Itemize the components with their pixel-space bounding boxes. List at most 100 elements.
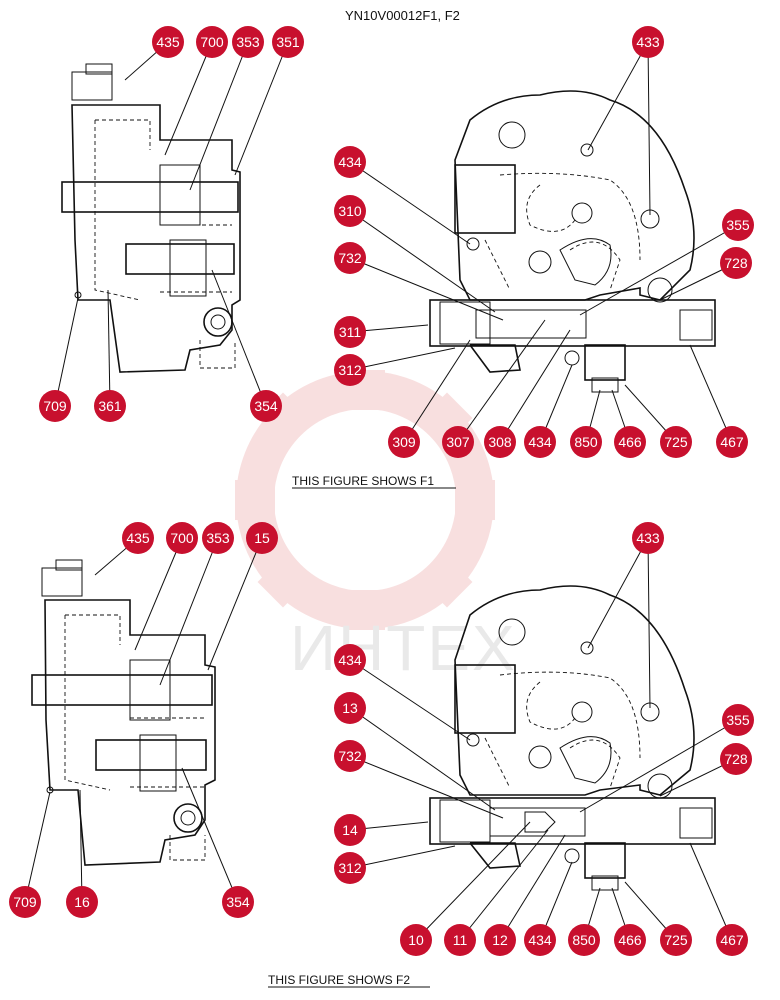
f1-callout-728: 728 bbox=[720, 247, 752, 279]
f2-caption: THIS FIGURE SHOWS F2 bbox=[268, 973, 410, 987]
f1-callout-353: 353 bbox=[232, 26, 264, 58]
f2-callout-13: 13 bbox=[334, 692, 366, 724]
svg-text:13: 13 bbox=[342, 700, 358, 716]
svg-text:433: 433 bbox=[636, 530, 660, 546]
f2-callout-435: 435 bbox=[122, 522, 154, 554]
watermark-text: ИНТЕХ bbox=[290, 612, 517, 684]
f2-callout-467: 467 bbox=[716, 924, 748, 956]
f2-callout-732: 732 bbox=[334, 740, 366, 772]
f1-leader-lines bbox=[54, 41, 739, 443]
f1-callout-467: 467 bbox=[716, 426, 748, 458]
f2-callout-12: 12 bbox=[484, 924, 516, 956]
f1-front-view bbox=[429, 90, 716, 393]
f2-callout-312: 312 bbox=[334, 852, 366, 884]
f1-callout-434-top: 434 bbox=[334, 146, 366, 178]
svg-text:433: 433 bbox=[636, 34, 660, 50]
svg-text:700: 700 bbox=[200, 34, 224, 50]
f2-callout-725: 725 bbox=[660, 924, 692, 956]
svg-text:307: 307 bbox=[446, 434, 470, 450]
svg-text:467: 467 bbox=[720, 434, 744, 450]
svg-text:732: 732 bbox=[338, 748, 362, 764]
svg-text:709: 709 bbox=[43, 398, 67, 414]
f1-callout-351: 351 bbox=[272, 26, 304, 58]
svg-text:354: 354 bbox=[226, 894, 250, 910]
svg-text:15: 15 bbox=[254, 530, 270, 546]
f1-callout-361: 361 bbox=[94, 390, 126, 422]
svg-text:700: 700 bbox=[170, 530, 194, 546]
f2-callout-16: 16 bbox=[66, 886, 98, 918]
svg-text:14: 14 bbox=[342, 822, 358, 838]
svg-text:353: 353 bbox=[206, 530, 230, 546]
svg-text:355: 355 bbox=[726, 712, 750, 728]
svg-text:10: 10 bbox=[408, 932, 424, 948]
f1-callout-309: 309 bbox=[388, 426, 420, 458]
f1-callout-850: 850 bbox=[570, 426, 602, 458]
f2-callout-700: 700 bbox=[166, 522, 198, 554]
f2-callout-709: 709 bbox=[9, 886, 41, 918]
svg-text:16: 16 bbox=[74, 894, 90, 910]
f1-callout-435: 435 bbox=[152, 26, 184, 58]
f1-callout-433: 433 bbox=[632, 26, 664, 58]
svg-text:434: 434 bbox=[338, 154, 362, 170]
svg-text:434: 434 bbox=[528, 932, 552, 948]
svg-text:308: 308 bbox=[488, 434, 512, 450]
svg-text:353: 353 bbox=[236, 34, 260, 50]
f1-callout-307: 307 bbox=[442, 426, 474, 458]
svg-text:709: 709 bbox=[13, 894, 37, 910]
f2-callout-728: 728 bbox=[720, 743, 752, 775]
f2-callout-433: 433 bbox=[632, 522, 664, 554]
f1-callout-308: 308 bbox=[484, 426, 516, 458]
f2-callout-14: 14 bbox=[334, 814, 366, 846]
f1-callout-312: 312 bbox=[334, 354, 366, 386]
svg-text:435: 435 bbox=[126, 530, 150, 546]
f1-callout-311: 311 bbox=[334, 316, 366, 348]
svg-text:467: 467 bbox=[720, 932, 744, 948]
svg-text:725: 725 bbox=[664, 932, 688, 948]
f1-callout-355: 355 bbox=[722, 209, 754, 241]
svg-text:312: 312 bbox=[338, 860, 362, 876]
svg-text:310: 310 bbox=[338, 203, 362, 219]
svg-text:732: 732 bbox=[338, 250, 362, 266]
f2-callout-850: 850 bbox=[568, 924, 600, 956]
f2-callout-353: 353 bbox=[202, 522, 234, 554]
svg-text:309: 309 bbox=[392, 434, 416, 450]
svg-text:355: 355 bbox=[726, 217, 750, 233]
svg-text:725: 725 bbox=[664, 434, 688, 450]
f1-callout-732: 732 bbox=[334, 242, 366, 274]
figure-f2: 435 700 353 15 709 16 354 433 434 13 732… bbox=[9, 522, 754, 988]
svg-text:351: 351 bbox=[276, 34, 300, 50]
f1-callout-709: 709 bbox=[39, 390, 71, 422]
svg-text:434: 434 bbox=[528, 434, 552, 450]
svg-text:12: 12 bbox=[492, 932, 508, 948]
f2-callout-434-top: 434 bbox=[334, 644, 366, 676]
svg-text:361: 361 bbox=[98, 398, 122, 414]
f2-callout-11: 11 bbox=[444, 924, 476, 956]
f1-callout-434-bottom: 434 bbox=[524, 426, 556, 458]
f2-callout-355: 355 bbox=[722, 704, 754, 736]
svg-text:311: 311 bbox=[339, 324, 362, 340]
f1-callout-725: 725 bbox=[660, 426, 692, 458]
svg-text:435: 435 bbox=[156, 34, 180, 50]
f1-callout-310: 310 bbox=[334, 195, 366, 227]
svg-text:354: 354 bbox=[254, 398, 278, 414]
svg-text:850: 850 bbox=[574, 434, 598, 450]
f1-callout-700: 700 bbox=[196, 26, 228, 58]
svg-text:312: 312 bbox=[338, 362, 362, 378]
f1-callout-466: 466 bbox=[614, 426, 646, 458]
f2-callout-10: 10 bbox=[400, 924, 432, 956]
svg-text:11: 11 bbox=[453, 932, 468, 948]
svg-text:728: 728 bbox=[724, 751, 748, 767]
f1-caption: THIS FIGURE SHOWS F1 bbox=[292, 474, 434, 488]
svg-text:434: 434 bbox=[338, 652, 362, 668]
svg-text:466: 466 bbox=[618, 434, 642, 450]
f2-side-view bbox=[31, 559, 216, 866]
f1-callout-354: 354 bbox=[250, 390, 282, 422]
f2-callout-15: 15 bbox=[246, 522, 278, 554]
page-title: YN10V00012F1, F2 bbox=[345, 8, 460, 23]
f1-side-view bbox=[61, 63, 241, 373]
svg-text:466: 466 bbox=[618, 932, 642, 948]
figure-f1: 435 700 353 351 709 361 354 433 434 310 … bbox=[39, 26, 754, 489]
f2-callout-434-bottom: 434 bbox=[524, 924, 556, 956]
svg-text:850: 850 bbox=[572, 932, 596, 948]
